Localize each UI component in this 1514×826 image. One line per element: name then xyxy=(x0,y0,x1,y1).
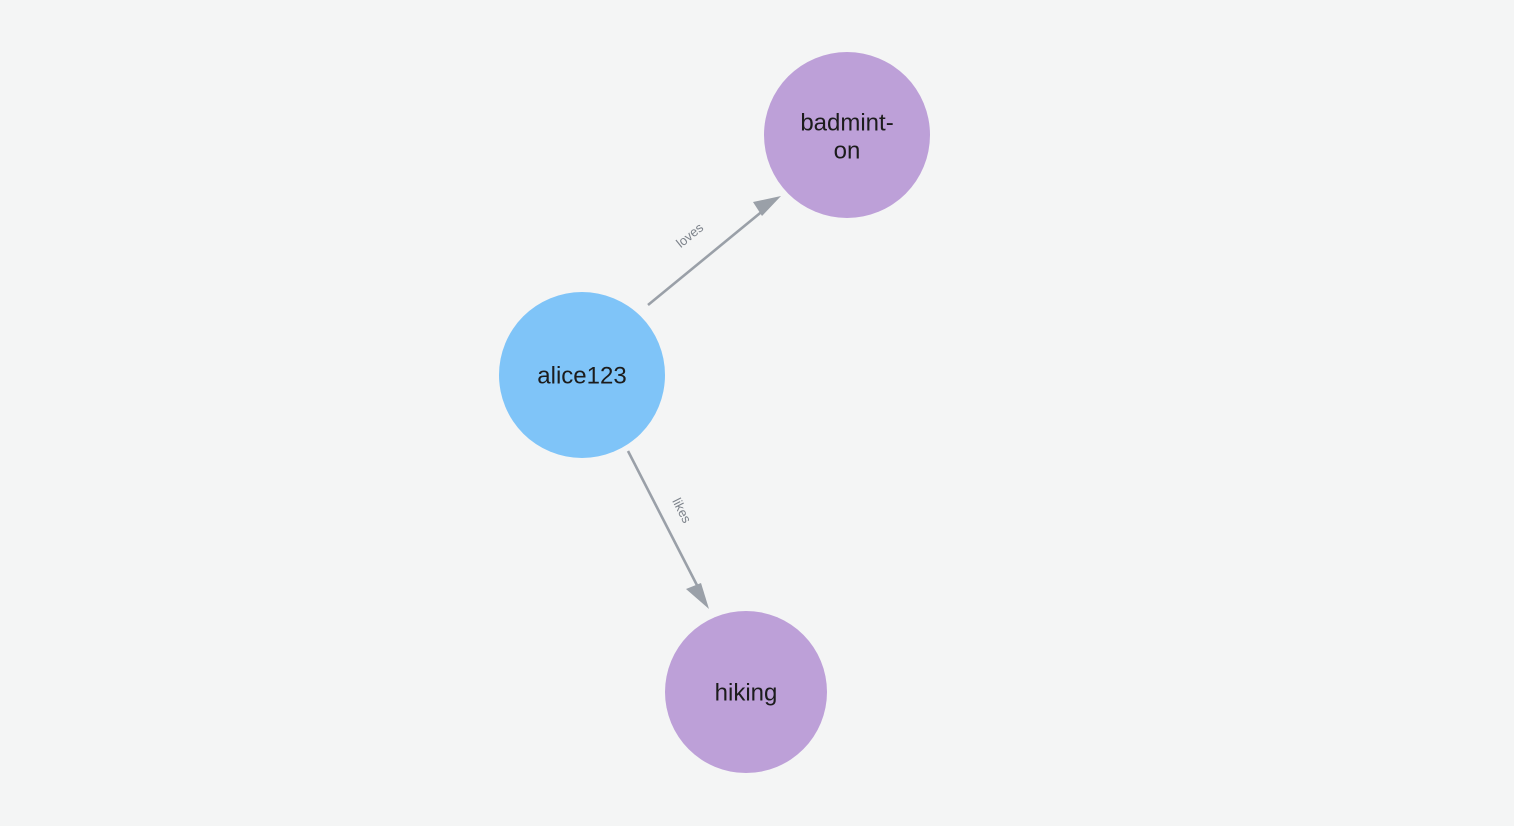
arrowhead-loves xyxy=(753,196,781,216)
nodes-layer: alice123 badmint- on hiking xyxy=(499,52,930,773)
edge-line-loves[interactable] xyxy=(647,203,771,307)
node-alice123[interactable]: alice123 xyxy=(499,292,665,458)
edge-alice123-likes-hiking[interactable]: likes xyxy=(626,450,709,609)
arrowhead-likes xyxy=(686,583,709,609)
node-badminton[interactable]: badmint- on xyxy=(764,52,930,218)
node-hiking[interactable]: hiking xyxy=(665,611,827,773)
node-circle-alice123[interactable] xyxy=(499,292,665,458)
edge-label-likes: likes xyxy=(669,495,694,525)
edge-alice123-loves-badminton[interactable]: loves xyxy=(647,196,781,307)
node-circle-hiking[interactable] xyxy=(665,611,827,773)
edge-line-likes[interactable] xyxy=(626,450,704,596)
edge-label-loves: loves xyxy=(673,219,706,250)
node-circle-badminton[interactable] xyxy=(764,52,930,218)
